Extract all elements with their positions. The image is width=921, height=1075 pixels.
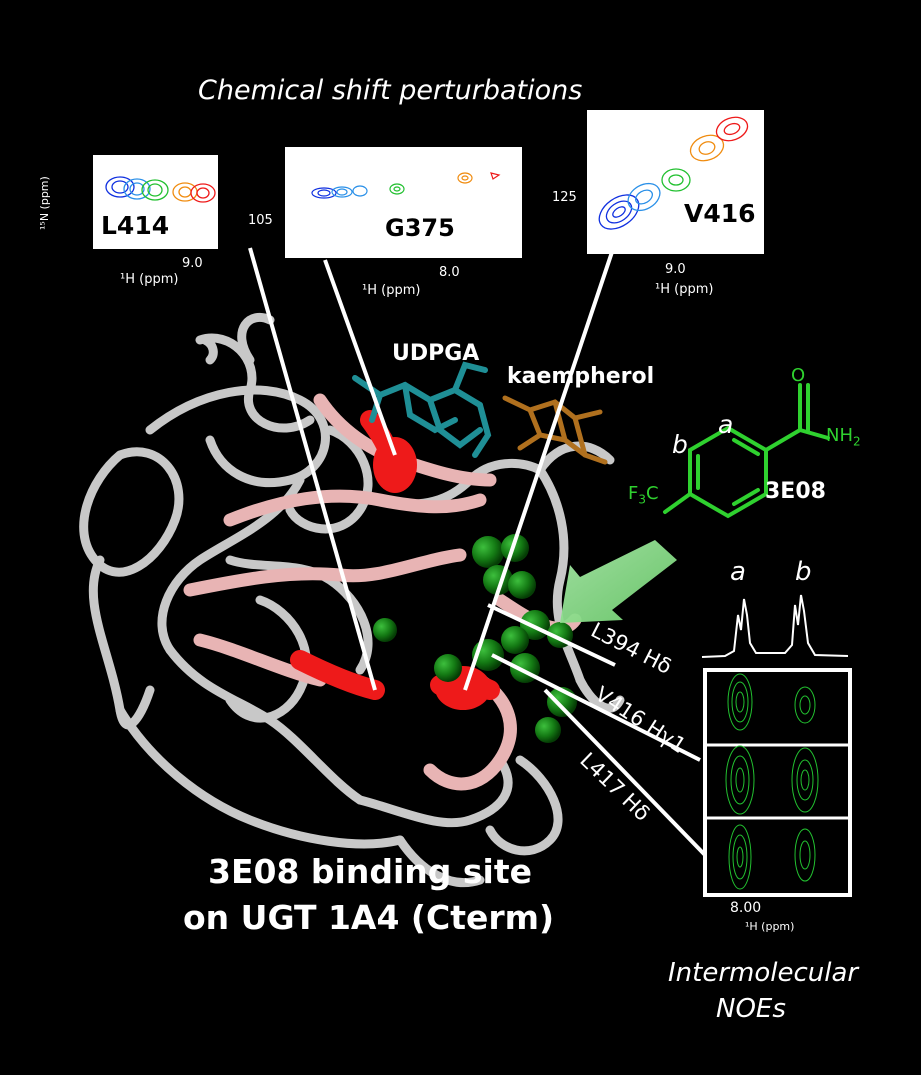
- noe-title-line1: Intermolecular: [668, 958, 859, 988]
- csp-title: Chemical shift perturbations: [198, 75, 583, 106]
- peak-b-label: b: [795, 557, 812, 587]
- amide-sub: 2: [853, 434, 861, 449]
- v416-xtick: 9.0: [665, 262, 686, 277]
- 1d-spectrum: [701, 594, 849, 658]
- v416-ytick: 125: [552, 190, 577, 205]
- panel-l414: L414: [93, 155, 218, 249]
- udpga-label: UDPGA: [392, 341, 480, 366]
- connector-lines: [248, 247, 707, 857]
- l414-spectrum: [105, 176, 216, 220]
- udpga-model: [352, 361, 492, 458]
- panel-g375: G375: [285, 147, 522, 258]
- g375-xaxis: ¹H (ppm): [362, 283, 421, 298]
- l414-xtick: 9.0: [182, 256, 203, 271]
- cf3-c: C: [646, 483, 659, 504]
- peak-a-label: a: [730, 557, 746, 587]
- amide-nh: NH: [826, 425, 853, 446]
- binding-site-arrow: [560, 540, 677, 623]
- l414-yaxis: ¹⁵N (ppm): [38, 176, 51, 230]
- g375-spectrum: [311, 172, 501, 211]
- l414-xaxis: ¹H (ppm): [120, 272, 179, 287]
- noe-strips: [703, 668, 852, 897]
- 3e08-structure: [663, 383, 830, 519]
- panel-v416: V416: [587, 110, 764, 254]
- kaempherol-model: [502, 395, 608, 465]
- cf3-label: F3C: [628, 483, 659, 507]
- ligand-spheres: [373, 534, 577, 743]
- caption-line2: on UGT 1A4 (Cterm): [183, 898, 555, 937]
- g375-ytick: 105: [248, 213, 273, 228]
- protein-ribbon: [79, 312, 625, 888]
- oxygen-label: O: [791, 365, 806, 386]
- kaempherol-label: kaempherol: [507, 364, 655, 389]
- caption-line1: 3E08 binding site: [208, 852, 532, 891]
- v416-spectrum: [598, 116, 749, 232]
- g375-xtick: 8.0: [439, 265, 460, 280]
- cf3-sub: 3: [638, 492, 646, 507]
- cf3-f: F: [628, 483, 639, 504]
- g375-label: G375: [385, 214, 455, 242]
- noe-xaxis: ¹H (ppm): [745, 920, 795, 933]
- l414-label: L414: [101, 211, 170, 240]
- noe-spectra: [705, 670, 850, 895]
- amide-label: NH2: [826, 425, 861, 449]
- atom-a-label: a: [718, 410, 734, 439]
- noe-title-line2: NOEs: [716, 994, 786, 1024]
- v416-xaxis: ¹H (ppm): [655, 282, 714, 297]
- v416-label: V416: [684, 199, 756, 228]
- noe-xtick: 8.00: [730, 900, 762, 916]
- atom-b-label: b: [672, 430, 688, 459]
- molecule-name: 3E08: [765, 479, 826, 504]
